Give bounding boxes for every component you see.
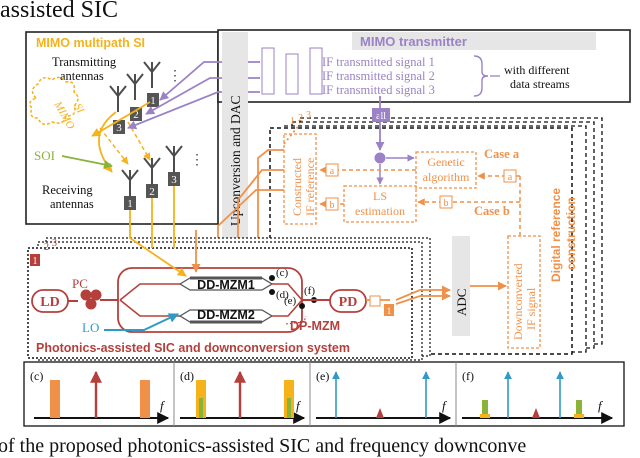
tag-b-left: b — [330, 200, 335, 211]
panel-d-label: (d) — [180, 369, 194, 383]
downconverted-1: Downconverted — [511, 263, 525, 340]
si-arrow-d — [99, 127, 129, 165]
soi-arrow — [61, 155, 113, 169]
digital-panel: 1 2 3 Digital reference construction Con… — [213, 96, 603, 355]
constructed-ref-1: Constructed — [290, 158, 304, 216]
mimo-tx-title: MIMO transmitter — [360, 34, 467, 49]
photonics-panel: 1 2 3 LD PC DD-MZM1 DD-MZM2 (c) (d) (e) … — [27, 186, 507, 361]
stack-number-d3: 3 — [306, 110, 311, 121]
constructed-ref-2: IF reference — [303, 158, 317, 216]
tx-signal-2: IF transmitted signal 2 — [322, 69, 435, 83]
tx-number-1: 1 — [150, 95, 156, 107]
mimo-si-panel: MIMO multipath SI Transmitting antennas … — [25, 31, 219, 225]
lo-arrow — [104, 313, 179, 331]
stack-number-p1: 1 — [33, 256, 38, 267]
tx-number-2: 2 — [133, 109, 139, 121]
panel-c-axis: f — [160, 398, 166, 413]
stack-number-d2: 2 — [298, 113, 303, 124]
tx-antennas-label-2: antennas — [60, 69, 104, 83]
case-a-label: Case a — [484, 147, 520, 161]
si-arrow-b — [91, 101, 151, 137]
rx-antennas-label-1: Receiving — [42, 183, 93, 197]
pd-label: PD — [339, 295, 358, 310]
mimo-si-title: MIMO multipath SI — [36, 36, 145, 50]
panel-e-axis: f — [442, 398, 448, 413]
downconverted-2: IF signal — [524, 287, 538, 330]
digital-section-label-2: construction — [564, 197, 578, 270]
pc-icon — [80, 289, 92, 301]
soi-label: SOI — [34, 148, 55, 163]
point-e: (e) — [284, 295, 297, 307]
ref-line-dot — [283, 123, 301, 145]
rx-antennas-label-2: antennas — [50, 197, 94, 211]
ld-label: LD — [40, 295, 59, 310]
point-d: (d) — [276, 289, 289, 301]
panel-f-label: (f) — [462, 369, 474, 383]
genetic-2: algorithm — [423, 170, 470, 184]
tx-note-2: data streams — [510, 77, 570, 91]
signals-brace — [473, 55, 489, 97]
all-tag: all — [376, 111, 386, 122]
lo-label: LO — [82, 320, 99, 335]
figure-caption-fragment: of the proposed photonics-assisted SIC a… — [0, 435, 526, 457]
mimo-transmitter-panel: MIMO transmitter IF transmitted signal 1… — [127, 29, 631, 130]
upconversion-label: Upconversion and DAC — [228, 96, 243, 226]
mzm2-label: DD-MZM2 — [197, 308, 255, 322]
point-f: (f) — [304, 285, 315, 297]
spectra-strip: (c) f (d) f (e) f (f) f — [23, 361, 625, 427]
pc-label: PC — [72, 276, 88, 291]
figure-title-fragment: assisted SIC — [0, 0, 118, 23]
tx-dots: ⋮ — [168, 69, 182, 84]
rx-dots: ⋮ — [190, 153, 204, 168]
rx-feed-1 — [129, 210, 187, 277]
tx-signal-3: IF transmitted signal 3 — [322, 83, 435, 97]
genetic-1: Genetic — [427, 155, 464, 169]
pd-tag: 1 — [387, 306, 392, 316]
digital-section-label-1: Digital reference — [549, 188, 563, 282]
panel-f-axis: f — [598, 398, 604, 413]
dp-mzm-label: DP-MZM — [290, 319, 340, 333]
stack-number-p3: 3 — [52, 238, 57, 249]
tx-antennas-label-1: Transmitting — [52, 55, 117, 69]
tx-note-1: with different — [504, 63, 570, 77]
ls-2: estimation — [355, 204, 405, 218]
photonics-system-label: Photonics-assisted SIC and downconversio… — [36, 341, 350, 355]
ref-line-1 — [253, 149, 284, 273]
stack-number-p2: 2 — [44, 242, 49, 253]
panel-c-label: (c) — [30, 369, 43, 383]
junction-node — [374, 152, 386, 164]
rx-number-2: 2 — [149, 186, 155, 198]
tag-a-left: a — [330, 166, 335, 177]
tag-a-right: a — [508, 172, 513, 183]
upconversion-dac: Upconversion and DAC — [222, 32, 248, 238]
tx-signal-1: IF transmitted signal 1 — [322, 55, 435, 69]
panel-e-label: (e) — [316, 369, 329, 383]
rx-number-1: 1 — [127, 198, 133, 210]
tx-number-3: 3 — [116, 122, 122, 134]
stack-number-d1: 1 — [290, 116, 295, 127]
ls-1: LS — [373, 189, 387, 203]
mzm1-label: DD-MZM1 — [197, 278, 255, 292]
rx-number-3: 3 — [171, 174, 177, 186]
case-b-label: Case b — [474, 204, 510, 218]
point-c: (c) — [276, 267, 289, 279]
ref-line-2 — [233, 169, 284, 273]
tag-b-right: b — [444, 198, 449, 209]
panel-d-axis: f — [296, 398, 302, 413]
adc-label: ADC — [454, 289, 469, 316]
